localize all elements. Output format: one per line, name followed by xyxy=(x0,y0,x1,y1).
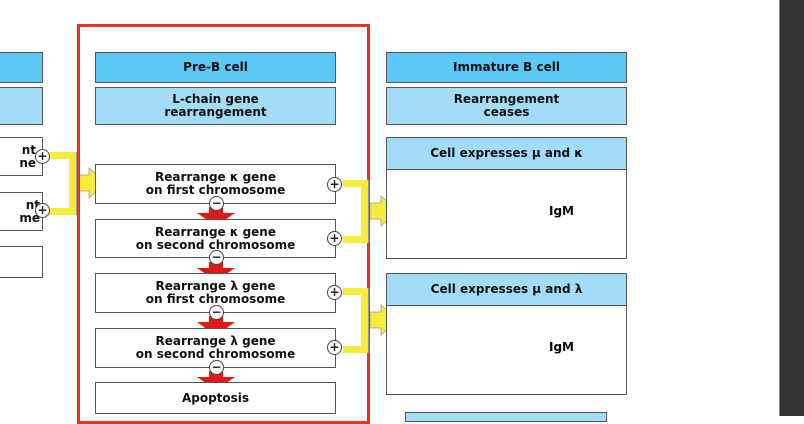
apoptosis-box: Apoptosis xyxy=(95,382,336,414)
plus-icon: + xyxy=(35,149,50,164)
lambda-panel-title: Cell expresses μ and λ xyxy=(387,274,626,306)
igm-label: IgM xyxy=(549,340,574,354)
yellow-bracket xyxy=(50,152,76,215)
kappa-panel-title: Cell expresses μ and κ xyxy=(387,138,626,170)
pre-b-subheader: L-chain gene rearrangement xyxy=(95,87,336,125)
minus-icon: − xyxy=(209,305,224,320)
yellow-bracket xyxy=(343,180,368,243)
immature-b-header: Immature B cell xyxy=(386,52,627,83)
scrollbar[interactable] xyxy=(779,0,804,416)
left-box-1-line2: ne xyxy=(19,155,36,170)
left-box-2-line2: me xyxy=(19,210,40,225)
step-line1: Rearrange λ gene xyxy=(155,334,276,348)
subheader-line2: rearrangement xyxy=(164,105,267,119)
red-down-arrow-icon xyxy=(197,207,235,390)
left-box-1-line1: nt xyxy=(21,142,36,157)
left-box-3 xyxy=(0,246,43,278)
step-line1: Rearrange κ gene xyxy=(155,170,276,184)
step-line2: on first chromosome xyxy=(145,183,286,197)
plus-icon: + xyxy=(327,177,342,192)
subheader-line2: ceases xyxy=(483,105,530,119)
left-header-partial xyxy=(0,52,43,83)
left-box-1: nt ne xyxy=(0,137,43,176)
subheader-line1: L-chain gene xyxy=(172,92,259,106)
plus-icon: + xyxy=(327,231,342,246)
step-line1: Rearrange κ gene xyxy=(155,224,276,239)
minus-icon: − xyxy=(209,250,224,265)
step-line2: on first chromosome xyxy=(145,292,286,306)
minus-icon: − xyxy=(209,196,224,211)
plus-icon: + xyxy=(35,203,50,218)
kappa-panel: Cell expresses μ and κ xyxy=(386,137,627,259)
plus-icon: + xyxy=(327,285,342,300)
plus-icon: + xyxy=(327,340,342,355)
pre-b-header: Pre-B cell xyxy=(95,52,336,83)
left-subheader-partial xyxy=(0,87,43,125)
left-box-2: nt me xyxy=(0,192,43,231)
yellow-bracket xyxy=(343,288,368,353)
lambda-panel: Cell expresses μ and λ xyxy=(386,273,627,395)
igm-label: IgM xyxy=(549,204,574,218)
minus-icon: − xyxy=(209,360,224,375)
bottom-box-partial xyxy=(405,412,607,422)
immature-b-subheader: Rearrangement ceases xyxy=(386,87,627,125)
step-line1: Rearrange λ gene xyxy=(155,279,276,293)
step-line2: on second chromosome xyxy=(135,347,296,361)
step-line2: on second chromosome xyxy=(135,237,296,252)
subheader-line1: Rearrangement xyxy=(453,92,560,106)
